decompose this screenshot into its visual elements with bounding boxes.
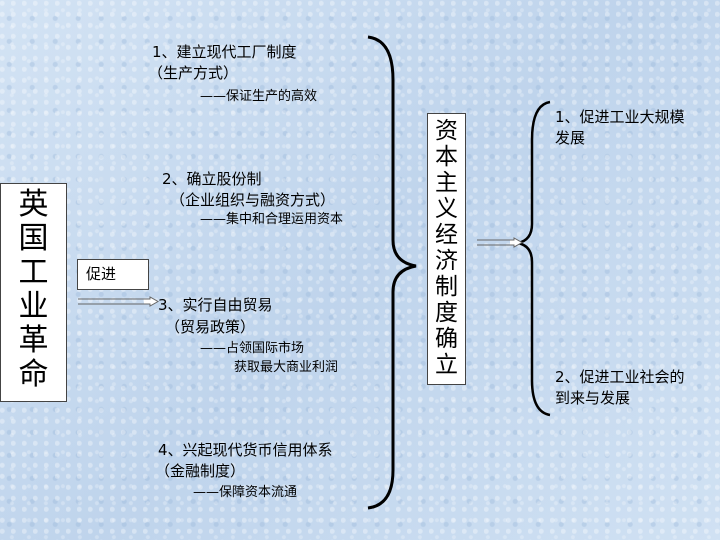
- item-3-note-2: 获取最大商业利润: [234, 360, 339, 375]
- outcome-2-line-1: 2、促进工业社会的: [555, 368, 685, 386]
- result-char: 义: [435, 196, 458, 222]
- main-subject-char: 业: [18, 289, 49, 324]
- main-subject-char: 革: [18, 323, 49, 358]
- result-arrow: [477, 237, 524, 248]
- result-char: 制: [435, 274, 458, 300]
- item-4-title: 4、兴起现代货币信用体系: [158, 441, 333, 459]
- left-group-bracket: [367, 35, 417, 510]
- item-2-subtitle: （企业组织与融资方式）: [170, 191, 336, 209]
- item-4-note: ——保障资本流通: [193, 485, 298, 500]
- result-char: 济: [435, 248, 458, 274]
- main-subject-char: 工: [18, 255, 49, 290]
- item-3-subtitle: （贸易政策）: [165, 318, 256, 336]
- result-char: 本: [435, 144, 458, 170]
- item-1-note: ——保证生产的高效: [200, 89, 318, 104]
- outcome-bracket: [517, 100, 551, 417]
- outcome-1-line-1: 1、促进工业大规模: [555, 108, 685, 126]
- main-subject-char: 国: [18, 221, 49, 256]
- item-2-title: 2、确立股份制: [162, 170, 262, 188]
- item-2-note: ——集中和合理运用资本: [200, 212, 344, 227]
- main-subject-char: 英: [18, 187, 49, 222]
- result-char: 主: [435, 170, 458, 196]
- item-1-title: 1、建立现代工厂制度: [152, 43, 297, 61]
- result-char: 资: [435, 118, 458, 144]
- main-subject-box: 英 国 工 业 革 命: [0, 183, 67, 402]
- item-3-note-1: ——占领国际市场: [200, 341, 305, 356]
- outcome-2-line-2: 到来与发展: [555, 389, 631, 407]
- item-1-subtitle: （生产方式）: [148, 64, 239, 82]
- outcome-1-line-2: 发展: [555, 129, 586, 147]
- item-3-title: 3、实行自由贸易: [158, 296, 273, 314]
- item-4-subtitle: （金融制度）: [155, 462, 246, 480]
- result-char: 经: [435, 222, 458, 248]
- promote-arrow: [78, 296, 160, 307]
- promote-label: 促进: [77, 259, 149, 290]
- result-box: 资 本 主 义 经 济 制 度 确 立: [427, 113, 466, 385]
- result-char: 立: [435, 352, 458, 378]
- result-char: 度: [435, 300, 458, 326]
- main-subject-char: 命: [18, 357, 49, 392]
- result-char: 确: [435, 326, 458, 352]
